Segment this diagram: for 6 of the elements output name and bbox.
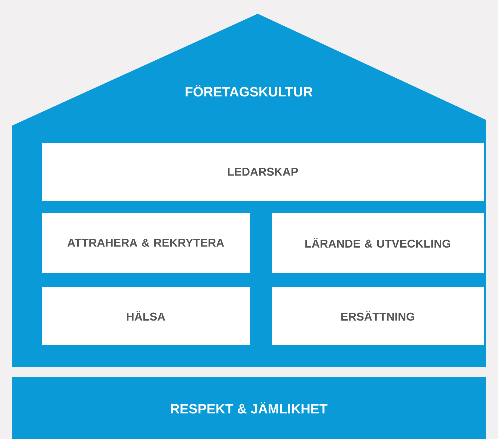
foundation-band: RESPEKT & JÄMLIKHET — [12, 376, 486, 439]
category-box: HÄLSA — [42, 286, 250, 345]
category-box: LÄRANDE & UTVECKLING — [272, 212, 484, 273]
category-box: LEDARSKAP — [42, 142, 484, 201]
category-box: ERSÄTTNING — [272, 286, 484, 345]
category-box: ATTRAHERA & REKRYTERA — [42, 212, 250, 273]
